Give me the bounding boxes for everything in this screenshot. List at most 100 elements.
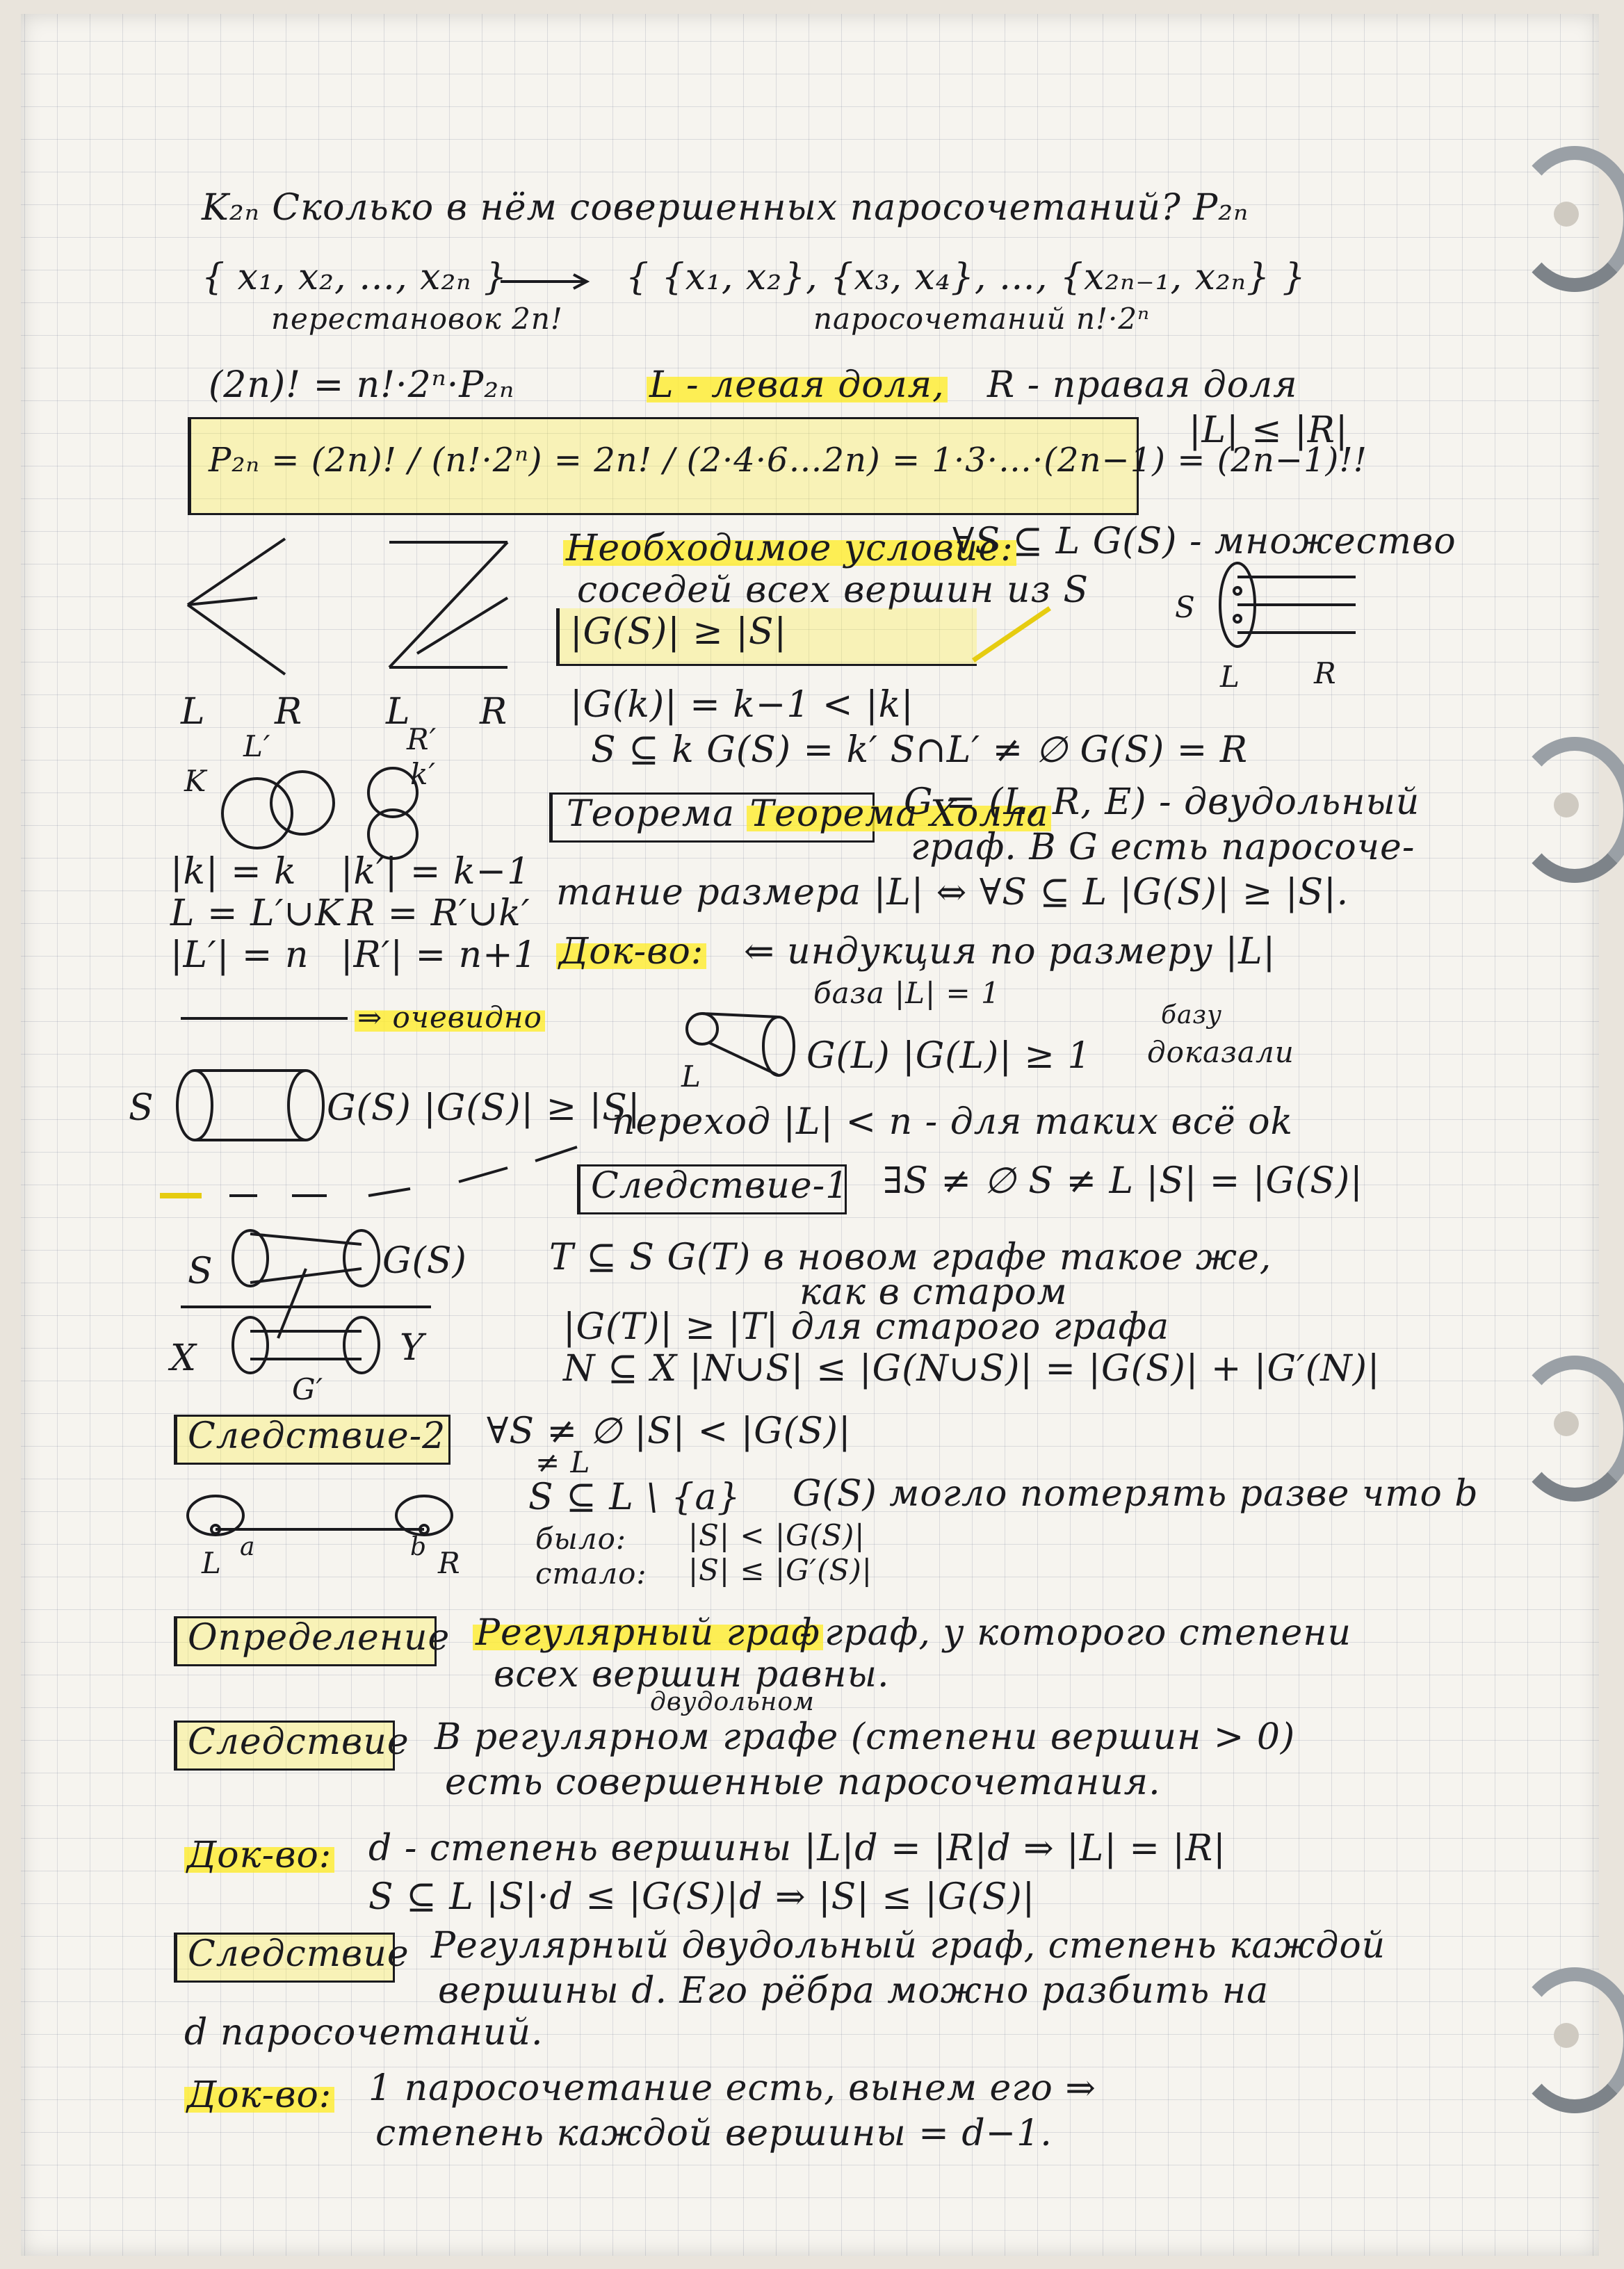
corollary-4-title: Следствие — [188, 1933, 409, 1975]
dashed-divider — [160, 1146, 578, 1198]
corollary-2-title: Следствие-2 — [188, 1415, 446, 1457]
corollary-2-box — [174, 1415, 450, 1465]
R-prime-size: |R′| = n+1 — [341, 934, 537, 976]
label-R: R — [480, 691, 508, 733]
label-L: L — [386, 691, 411, 733]
binder-ring-icon — [1512, 1356, 1624, 1502]
L-decomposition: L = L′∪K — [170, 893, 343, 934]
obvious-note: ⇒ очевидно — [355, 1000, 545, 1034]
counterexample-size: |G(k)| = k−1 < |k| — [570, 684, 914, 726]
factorial-equation: (2n)! = n!·2ⁿ·P₂ₙ — [209, 364, 515, 406]
was-label: было: — [535, 1522, 627, 1556]
R-decomposition: R = R′∪k′ — [348, 893, 530, 934]
corollary-1-title: Следствие-1 — [591, 1165, 850, 1207]
label-S: S — [1175, 590, 1196, 624]
set-line: { x₁, x₂, …, x₂ₙ } — [202, 257, 508, 298]
corollary-3-text-2: есть совершенные паросочетания. — [445, 1762, 1161, 1803]
base-inequality: G(L) |G(L)| ≥ 1 — [806, 1035, 1091, 1077]
proof-line-3: |G(T)| ≥ |T| для старого графа — [563, 1306, 1170, 1348]
formula-box — [188, 417, 1139, 515]
definition-text-1: - граф, у которого степени — [799, 1612, 1352, 1654]
matching-sketch-icon — [181, 1229, 431, 1374]
corollary-4-text-3: d паросочетаний. — [184, 2012, 544, 2054]
hall-condition: |G(S)| ≥ |S| — [570, 611, 788, 653]
binder-ring-icon — [1512, 1967, 1624, 2113]
definition-title: Определение — [188, 1617, 450, 1659]
label-R: R — [438, 1546, 461, 1580]
label-Y: Y — [400, 1327, 425, 1369]
corollary-3-title: Следствие — [188, 1721, 409, 1763]
label-L: L — [1220, 660, 1240, 694]
definition-text-2: всех вершин равны. — [494, 1654, 890, 1695]
right-part-definition: R - правая доля — [987, 364, 1298, 406]
theorem-statement-1: G = (L, R, E) - двудольный — [904, 781, 1420, 823]
pairs-line: { {x₁, x₂}, {x₃, x₄}, …, {x₂ₙ₋₁, x₂ₙ} } — [626, 257, 1306, 298]
neighbourhood-definition: ∀S ⊆ L G(S) - множество — [952, 521, 1456, 562]
left-part-definition: L - левая доля, — [647, 364, 948, 407]
induction-step: переход |L| < n - для таких всё ok — [612, 1101, 1294, 1143]
induction-note: ⇐ индукция по размеру |L| — [744, 931, 1276, 973]
hall-theorem-title: Теорема Теорема Холла — [567, 793, 1052, 836]
bipartite-insertion: двудольном — [650, 1688, 815, 1716]
proof-line-1: T ⊆ S G(T) в новом графе такое же, — [549, 1237, 1272, 1278]
L-prime-size: |L′| = n — [170, 934, 309, 976]
title-line: K₂ₙ Сколько в нём совершенных паросочета… — [202, 187, 1249, 229]
proof-label: Док-во: — [184, 2074, 335, 2117]
proof-final-line-1: 1 паросочетание есть, вынем его ⇒ — [368, 2067, 1096, 2109]
set-size-k-prime: |k′| = k−1 — [341, 851, 531, 893]
corollary-1-box — [577, 1164, 847, 1214]
label-X: X — [170, 1337, 197, 1379]
neighbourhood-definition-cont: соседей всех вершин из S — [577, 569, 1089, 611]
corollary-2-statement: ∀S ≠ ∅ |S| < |G(S)| — [487, 1410, 852, 1452]
label-L: L — [181, 691, 206, 733]
corollary-3-box — [174, 1721, 395, 1771]
corollary-2-note: ≠ L — [535, 1445, 591, 1479]
label-R: R — [1314, 656, 1337, 690]
label-G-of-S: G(S) — [382, 1240, 467, 1282]
proof-label: Док-во: — [556, 931, 707, 973]
theorem-statement-3: тание размера |L| ⇔ ∀S ⊆ L |G(S)| ≥ |S|. — [556, 872, 1349, 913]
vertex-b: b — [410, 1533, 428, 1561]
base-case: база |L| = 1 — [813, 976, 1000, 1010]
condition-box — [556, 608, 977, 666]
proof-inequality-line: S ⊆ L |S|·d ≤ |G(S)|d ⇒ |S| ≤ |G(S)| — [368, 1876, 1036, 1918]
label-K: K — [184, 764, 207, 798]
corollary-4-text-2: вершины d. Его рёбра можно разбить на — [438, 1970, 1269, 2012]
base-proved-1: базу — [1161, 1001, 1222, 1030]
size-inequality: |L| ≤ |R| — [1189, 409, 1349, 451]
corollary-3-text-1: В регулярном графе (степени вершин > 0) — [435, 1716, 1296, 1758]
hall-set-sketch-icon — [1219, 562, 1356, 648]
base-proved-2: доказали — [1147, 1035, 1294, 1069]
label-L-prime: L′ — [243, 729, 271, 763]
bipartite-sketch-icon — [186, 537, 509, 676]
regular-graph-term: Регулярный граф — [473, 1612, 823, 1654]
label-R: R — [275, 691, 303, 733]
label-S: S — [188, 1251, 213, 1292]
proof-line-2: как в старом — [799, 1271, 1068, 1313]
corollary-4-box — [174, 1933, 395, 1983]
binder-ring-icon — [1512, 737, 1624, 883]
base-sketch-icon — [685, 1012, 795, 1077]
arrow-stroke — [972, 606, 1051, 662]
corollary-1-statement: ∃S ≠ ∅ S ≠ L |S| = |G(S)| — [883, 1160, 1363, 1202]
label-G-prime: G′ — [292, 1372, 324, 1406]
proof-label: Док-во: — [184, 1835, 335, 1877]
became-label: стало: — [535, 1556, 647, 1591]
label-k-prime: k′ — [410, 757, 436, 791]
mapping-arrow-icon — [501, 273, 590, 290]
corollary-4-text-1: Регулярный двудольный граф, степень кажд… — [431, 1925, 1386, 1967]
subset-statement: S ⊆ L \ {a} — [528, 1477, 741, 1518]
definition-box — [174, 1616, 437, 1666]
label-S: S — [129, 1087, 154, 1129]
label-L: L — [681, 1059, 701, 1093]
became-inequality: |S| ≤ |G′(S)| — [688, 1553, 872, 1587]
proof-degree-line: d - степень вершины |L|d = |R|d ⇒ |L| = … — [368, 1828, 1226, 1869]
label-L: L — [202, 1546, 222, 1580]
neighbour-inequality: G(S) |G(S)| ≥ |S| — [327, 1087, 641, 1129]
counterexample-sets: S ⊆ k G(S) = k′ S∩L′ ≠ ∅ G(S) = R — [591, 729, 1249, 771]
theorem-statement-2: граф. В G есть паросоче- — [911, 827, 1415, 868]
proof-line-4: N ⊆ X |N∪S| ≤ |G(N∪S)| = |G(S)| + |G′(N)… — [563, 1348, 1381, 1390]
two-part-sketch-icon — [186, 1495, 453, 1536]
necessary-condition-title: Необходимое условие: — [563, 528, 1016, 570]
was-inequality: |S| < |G(S)| — [688, 1518, 866, 1552]
